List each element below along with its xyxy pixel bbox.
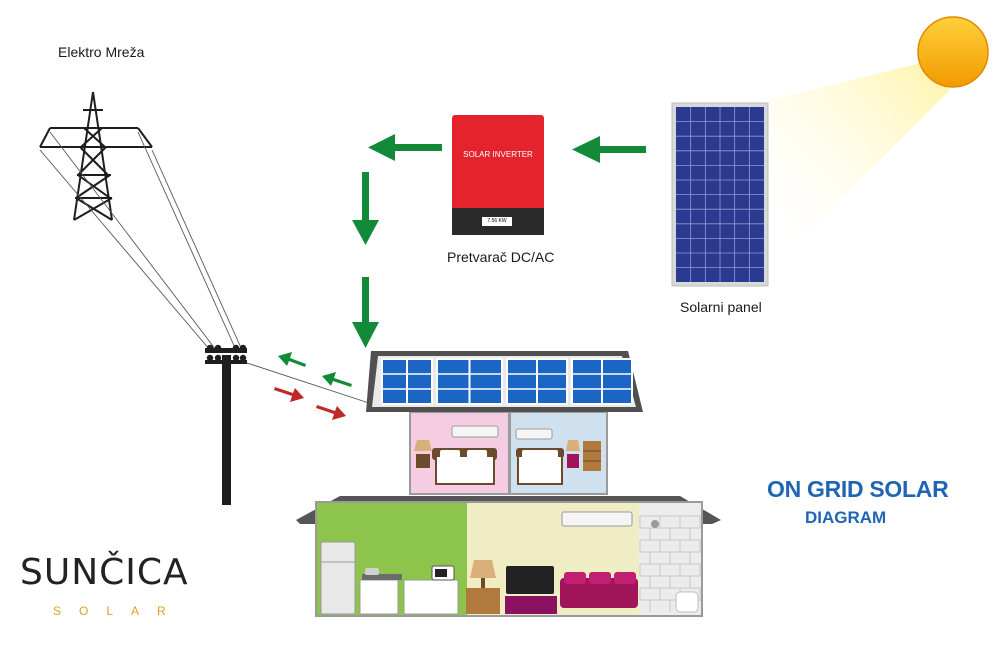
diagram-title: ON GRID SOLAR	[767, 476, 949, 502]
diagram-subtitle: DIAGRAM	[805, 508, 887, 527]
utility-pole-icon	[205, 344, 247, 505]
power-lines	[39, 131, 373, 405]
sun-beam	[770, 62, 950, 265]
grid-export-arrows	[278, 352, 352, 387]
brand-logo-subtext: SOLAR	[53, 604, 184, 618]
house-illustration	[296, 351, 721, 617]
transmission-tower-icon	[39, 91, 153, 221]
flow-arrows-dc	[352, 134, 646, 348]
inverter-rating: 7.56 KW	[482, 217, 512, 226]
inverter-caption: Pretvarač DC/AC	[447, 249, 555, 265]
grid-import-arrows	[274, 387, 346, 420]
inverter-label: SOLAR INVERTER	[463, 150, 533, 159]
grid-label: Elektro Mreža	[58, 44, 145, 60]
sun-icon	[917, 16, 989, 88]
solar-inverter-icon	[452, 115, 544, 235]
brand-logo-text: SUNČICA	[20, 552, 189, 593]
solar-panel-icon	[671, 102, 769, 287]
solar-panel-caption: Solarni panel	[680, 299, 762, 315]
